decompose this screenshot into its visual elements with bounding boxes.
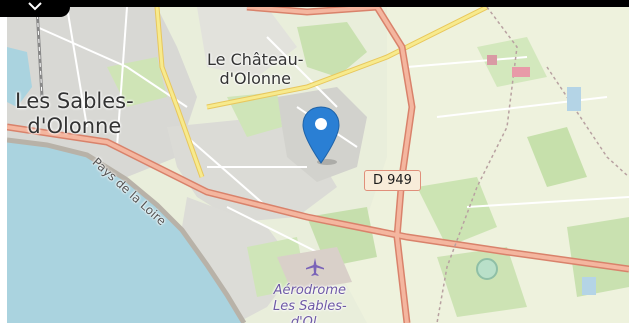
aerodrome-label: Aérodrome Les Sables- d'Ol... bbox=[273, 283, 347, 323]
aerodrome-label-line: Les Sables- bbox=[273, 299, 347, 314]
tab-indicator-icon bbox=[28, 2, 42, 11]
place-label-les-sables: Les Sables- d'Olonne bbox=[15, 89, 134, 139]
map-tiles bbox=[7, 7, 629, 323]
aerodrome-label-line: Aérodrome bbox=[273, 283, 347, 298]
place-label-le-chateau: Le Château- d'Olonne bbox=[207, 50, 304, 88]
map-canvas[interactable]: Les Sables- d'Olonne Le Château- d'Olonn… bbox=[7, 7, 629, 323]
road-shield-d949: D 949 bbox=[364, 170, 421, 191]
top-bar bbox=[0, 0, 629, 7]
corner-tab[interactable] bbox=[0, 0, 70, 17]
place-label-line: d'Olonne bbox=[219, 69, 292, 88]
airplane-icon bbox=[306, 258, 324, 276]
map-marker-icon[interactable] bbox=[301, 104, 341, 166]
aerodrome-label-line: d'Ol... bbox=[290, 315, 329, 323]
place-label-line: d'Olonne bbox=[27, 114, 122, 138]
place-label-line: Le Château- bbox=[207, 50, 304, 69]
place-label-line: Les Sables- bbox=[15, 89, 134, 113]
